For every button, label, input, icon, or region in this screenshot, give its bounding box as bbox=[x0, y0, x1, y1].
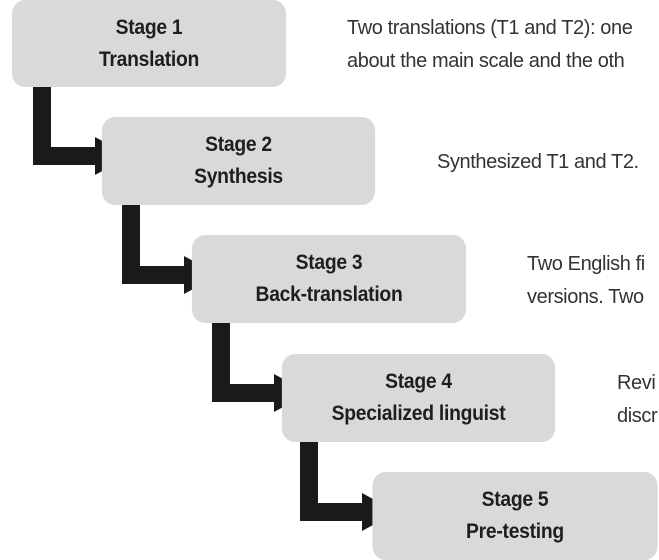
stage-5-box: Stage 5 Pre-testing bbox=[372, 472, 658, 560]
stage-5-name: Pre-testing bbox=[466, 520, 564, 543]
stage-3-number: Stage 3 bbox=[295, 251, 363, 274]
stage-3-description-line-2: versions. Two bbox=[527, 286, 644, 308]
stage-3-name: Back-translation bbox=[255, 283, 403, 306]
stage-3-box: Stage 3 Back-translation bbox=[191, 235, 467, 323]
stage-4-description-line-2: discr bbox=[617, 405, 658, 427]
stage-2-description-line-1: Synthesized T1 and T2. bbox=[437, 151, 639, 173]
stage-3-description-line-1: Two English fi bbox=[527, 253, 645, 275]
stage-4-box: Stage 4 Specialized linguist bbox=[281, 354, 556, 442]
stage-1-name: Translation bbox=[98, 47, 200, 71]
stage-4-description: Revi discr bbox=[617, 367, 658, 433]
stage-4-number: Stage 4 bbox=[385, 370, 452, 393]
stage-5-number: Stage 5 bbox=[481, 488, 549, 511]
stage-1-description: Two translations (T1 and T2): one about … bbox=[347, 12, 633, 78]
stage-4-name: Specialized linguist bbox=[331, 402, 506, 425]
stage-1-description-line-2: about the main scale and the oth bbox=[347, 50, 625, 72]
stage-2-number: Stage 2 bbox=[205, 133, 272, 156]
stage-3-description: Two English fi versions. Two bbox=[527, 248, 645, 314]
stage-1-description-line-1: Two translations (T1 and T2): one bbox=[347, 17, 633, 39]
stage-2-box: Stage 2 Synthesis bbox=[101, 117, 376, 205]
stage-2-description: Synthesized T1 and T2. bbox=[437, 146, 639, 179]
stage-1-number: Stage 1 bbox=[115, 15, 183, 39]
stage-2-name: Synthesis bbox=[194, 165, 283, 188]
stage-1-box: Stage 1 Translation bbox=[11, 0, 287, 87]
stage-4-description-line-1: Revi bbox=[617, 372, 656, 394]
